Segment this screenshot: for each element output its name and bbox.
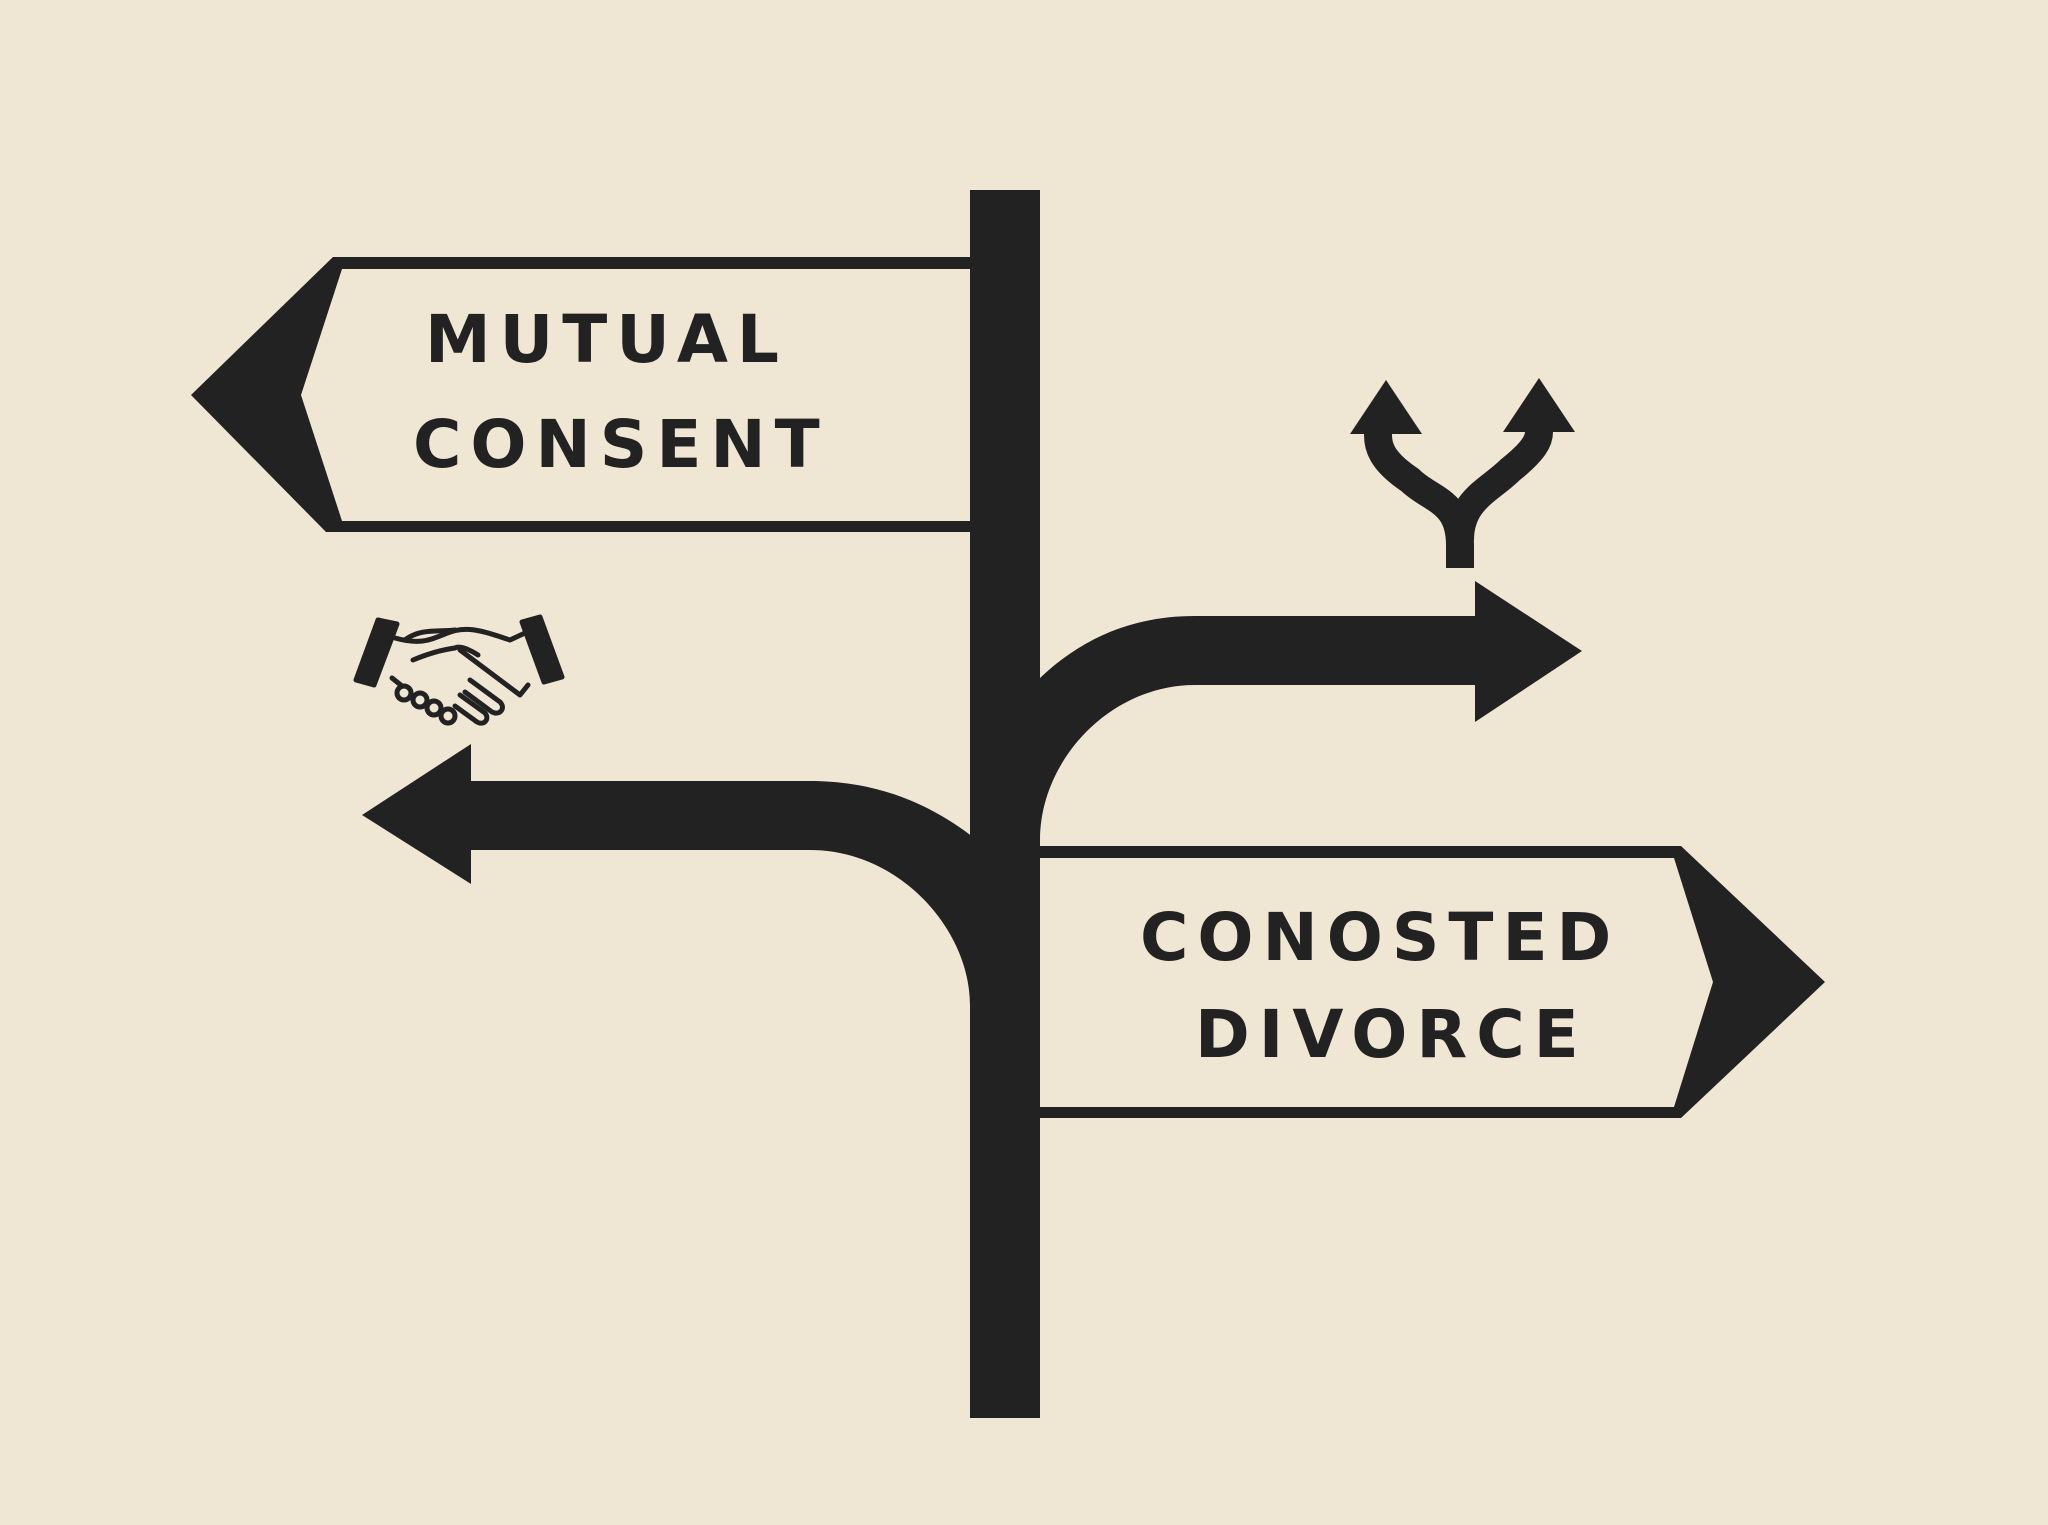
- fork-arrows-icon: [1350, 378, 1575, 568]
- road-arrow-left: [362, 744, 1040, 1070]
- right-road-body: [1040, 581, 1582, 840]
- sign-left-frame: [191, 257, 971, 532]
- sign-left-line1: MUTUAL: [425, 301, 788, 378]
- sign-contested-divorce: CONOSTED DIVORCE: [1039, 846, 1825, 1118]
- sign-right-line2: DIVORCE: [1195, 996, 1588, 1073]
- handshake-icon: [353, 614, 565, 726]
- road-arrow-right: [1040, 581, 1582, 840]
- sign-right-line1: CONOSTED: [1140, 899, 1620, 976]
- sign-left-line2: CONSENT: [413, 406, 829, 483]
- left-road-body: [362, 744, 1040, 1070]
- sign-right-frame: [1039, 846, 1825, 1118]
- sign-mutual-consent: MUTUAL CONSENT: [191, 257, 971, 532]
- sign-post: [970, 190, 1040, 1418]
